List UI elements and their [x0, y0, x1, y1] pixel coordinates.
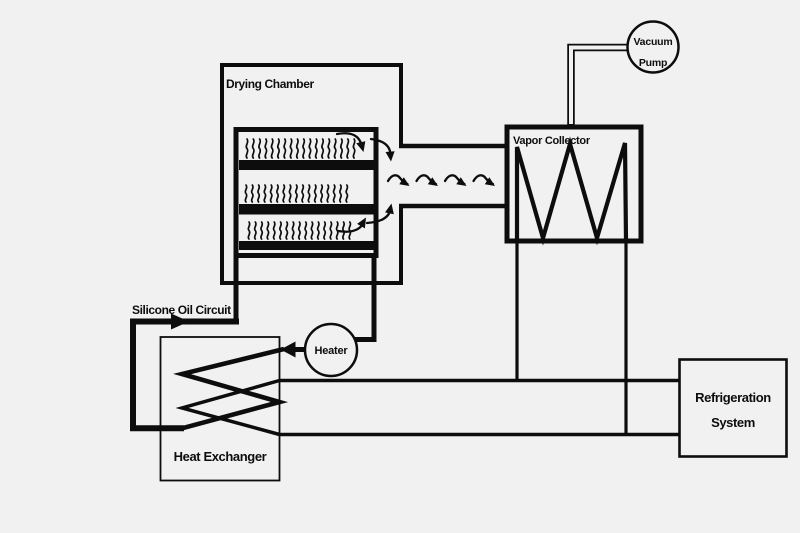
duct-vapor-arrows	[386, 174, 497, 188]
hx-refrigerant-coil	[175, 378, 280, 437]
vacuum-pipe-outline	[567, 43, 629, 128]
vapor-squiggle-icon	[250, 184, 254, 203]
vapor-squiggle-icon	[326, 184, 330, 203]
vapor-squiggle-icon	[269, 184, 273, 203]
vapor-squiggle-icon	[285, 221, 289, 240]
vapor-squiggle-icon	[301, 184, 305, 203]
vacuum-pump: Vacuum Pump	[626, 20, 680, 74]
refrigeration-label-1: Refrigeration	[695, 390, 771, 405]
vapor-squiggle-icon	[332, 184, 336, 203]
heater-circle	[303, 322, 359, 378]
refrigeration-label-2: System	[711, 415, 755, 430]
vapor-squiggle-icon	[316, 221, 320, 240]
vapor-squiggle-icon	[278, 221, 283, 240]
heater-flow-arrowhead-icon	[280, 341, 296, 358]
vapor-squiggle-icon	[251, 138, 255, 159]
vapor-squiggle-icon	[266, 221, 270, 240]
duct-vapor-arrow-icon	[443, 174, 468, 188]
vapor-squiggle-icon	[289, 138, 293, 159]
duct-vapor-arrow-icon	[415, 174, 440, 188]
vapor-arrowhead-icon	[385, 151, 395, 162]
vapor-curved-arrows	[335, 132, 395, 233]
vapor-squiggle-icon	[333, 138, 337, 159]
vapor-squiggle-icon	[304, 221, 308, 240]
vapor-collector: Vapor Collector	[504, 124, 644, 246]
vapor-squiggle-icon	[314, 138, 318, 159]
vacuum-pipe	[567, 43, 631, 128]
vapor-squiggle-icon	[321, 138, 325, 159]
vapor-squiggle-icon	[245, 138, 249, 159]
silicone-oil-circuit-label: Silicone Oil Circuit	[132, 303, 231, 317]
vapor-squiggle-icon	[270, 138, 274, 159]
vapor-arrowhead-icon	[356, 141, 366, 152]
vapor-squiggle-icon	[345, 184, 349, 203]
vapor-squiggle-icon	[244, 184, 248, 203]
vapor-squiggle-icon	[297, 221, 301, 240]
vapor-squiggle-icon	[307, 184, 311, 203]
vapor-squiggle-icon	[257, 184, 261, 203]
duct-vapor-arrow-icon	[386, 174, 411, 188]
shelf-return-pipe	[340, 253, 377, 342]
vapor-squiggle-icon	[302, 138, 306, 159]
vapor-collector-box	[504, 124, 644, 244]
shelf-rack-frame	[233, 127, 379, 258]
vapor-squiggle-icon	[339, 138, 344, 159]
vapor-arrowhead-icon	[357, 217, 366, 229]
vapor-squiggle-icon	[338, 184, 343, 203]
shelf-bar-3	[239, 241, 374, 250]
duct-vapor-arrow-icon	[472, 174, 497, 188]
vacuum-pump-circle	[626, 20, 680, 74]
drying-chamber-label: Drying Chamber	[226, 77, 314, 91]
drying-chamber	[220, 63, 508, 285]
vapor-squiggle-icon	[283, 138, 287, 159]
shelf-rack	[233, 127, 395, 258]
vapor-squiggle-icon	[264, 138, 268, 159]
refrigerant-circuit	[175, 239, 680, 437]
refrigeration-system-box	[678, 358, 788, 458]
vacuum-pipe-inner	[569, 45, 631, 124]
vapor-squiggle-icon	[253, 221, 257, 240]
vapor-squiggle-icon	[310, 221, 314, 240]
vapor-squiggle-icon	[346, 138, 350, 159]
vapor-squiggle-icon	[291, 221, 295, 240]
vapor-squiggle-icon	[260, 221, 264, 240]
vapor-squiggle-icon	[282, 184, 286, 203]
vapor-squiggle-icon	[275, 184, 280, 203]
vapor-squiggle-icon	[308, 138, 312, 159]
vapor-collector-label: Vapor Collector	[513, 135, 591, 147]
shelf-bar-2	[239, 204, 374, 215]
hx-silicone-coil	[173, 346, 289, 431]
heater-label: Heater	[314, 345, 348, 357]
shelf-bar-1	[239, 160, 374, 170]
vapor-squiggle-icon	[288, 184, 292, 203]
vapor-arrowhead-icon	[385, 203, 394, 215]
vapor-squiggle-icon	[329, 221, 333, 240]
collector-condenser-coil	[514, 136, 629, 246]
vapor-squiggle-icon	[323, 221, 327, 240]
drying-chamber-outline	[220, 63, 403, 285]
vapor-squiggle-icon	[320, 184, 324, 203]
vapor-squiggle-icon	[295, 138, 299, 159]
heat-exchanger: Heat Exchanger	[159, 336, 281, 482]
silicone-flow-arrowhead-icon	[171, 313, 189, 330]
heat-exchanger-label: Heat Exchanger	[174, 449, 267, 464]
heater: Heater	[303, 322, 359, 378]
shelf-vapor-squiggles	[244, 138, 356, 240]
vapor-squiggle-icon	[247, 221, 251, 240]
vapor-squiggle-icon	[263, 184, 267, 203]
vapor-squiggle-icon	[352, 138, 356, 159]
vacuum-pump-label-1: Vacuum	[633, 36, 672, 48]
vapor-squiggle-icon	[313, 184, 317, 203]
vapor-squiggle-icon	[327, 138, 331, 159]
vapor-squiggle-icon	[294, 184, 298, 203]
vapor-squiggle-icon	[258, 138, 262, 159]
refrigeration-system: Refrigeration System	[678, 358, 788, 458]
vapor-squiggle-icon	[276, 138, 281, 159]
vapor-squiggle-icon	[272, 221, 276, 240]
vacuum-pump-label-2: Pump	[639, 57, 667, 69]
heat-exchanger-box	[159, 336, 281, 482]
